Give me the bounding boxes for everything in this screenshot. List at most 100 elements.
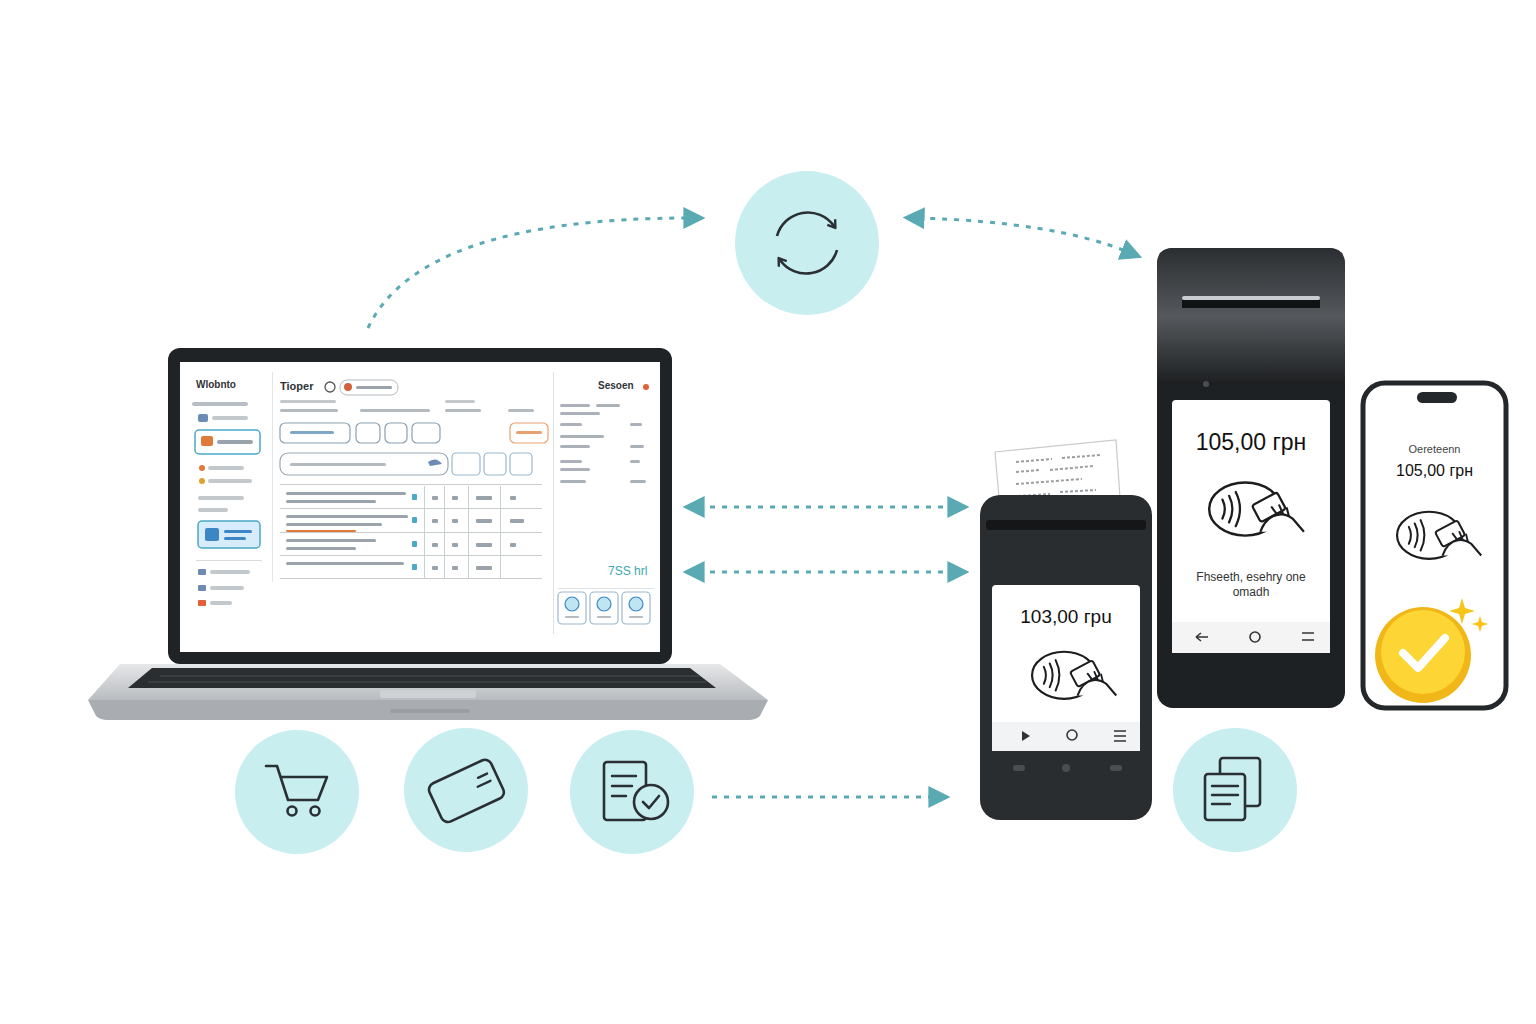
page-heading: Tioper xyxy=(280,380,313,394)
pos-screen-part xyxy=(280,423,350,443)
pos-screen-part xyxy=(280,409,338,412)
pos-screen-part-part xyxy=(476,496,492,500)
laptop-part xyxy=(390,709,470,713)
documents-icon-part xyxy=(1212,786,1238,804)
pos-screen-part xyxy=(510,453,532,475)
sync-arrows-part xyxy=(368,218,690,328)
pos-screen-part-part xyxy=(596,404,620,407)
pos-screen-part xyxy=(205,528,219,541)
card-terminal-part xyxy=(992,722,1140,751)
pos-screen-part-part xyxy=(560,423,582,426)
pos-screen-part-part xyxy=(560,412,600,415)
pos-screen-part-part xyxy=(560,435,604,438)
pos-screen-part xyxy=(210,586,244,590)
sync-icon xyxy=(735,171,879,315)
laptop-part xyxy=(380,690,476,698)
pos-screen-part xyxy=(325,382,335,392)
card-icon xyxy=(404,728,528,852)
card-terminal-part xyxy=(1114,731,1126,741)
pos-screen-part xyxy=(208,466,244,470)
pos-screen-part xyxy=(452,453,480,475)
smart-terminal: 105,00 грнFhseeth, esehry one omadh xyxy=(1157,248,1345,708)
pos-screen-part-part xyxy=(280,532,542,533)
pos-screen-part xyxy=(445,409,481,412)
pos-screen-part-part xyxy=(424,486,425,578)
cart-icon-part xyxy=(266,766,327,800)
card-terminal: 103,00 грu xyxy=(980,495,1152,820)
pos-screen-part xyxy=(286,492,524,570)
sync-icon-part xyxy=(735,171,879,315)
laptop-part xyxy=(180,362,660,652)
pos-screen-part xyxy=(428,459,442,466)
card-terminal-part xyxy=(1013,765,1025,771)
smart-terminal-part xyxy=(1157,248,1345,385)
pos-screen-part-part xyxy=(565,597,579,611)
pos-screen-part xyxy=(280,400,336,403)
pos-screen-part-part xyxy=(510,543,516,547)
pos-screen-part xyxy=(560,404,646,483)
pos-screen-part xyxy=(210,601,232,605)
sync-arrows-part xyxy=(712,796,935,799)
pos-screen-part-part xyxy=(560,445,590,448)
pos-screen-part xyxy=(344,383,352,391)
sync-icon-part xyxy=(777,212,834,236)
pos-screen-part-part xyxy=(432,496,438,500)
pos-screen-part xyxy=(198,569,206,575)
pos-screen-part xyxy=(385,423,407,443)
smart-terminal-part xyxy=(1172,400,1330,653)
pos-screen-part xyxy=(510,423,548,443)
pos-screen-part xyxy=(553,372,554,634)
pos-screen-part-part xyxy=(412,494,417,500)
pos-screen-part xyxy=(356,423,380,443)
pos-screen-part xyxy=(290,431,334,434)
pos-screen-part xyxy=(280,453,448,475)
laptop-part xyxy=(168,348,672,664)
card-terminal-part xyxy=(1032,652,1116,699)
smart-terminal-part xyxy=(1172,622,1330,653)
pos-screen-part xyxy=(356,386,392,389)
dashed-connector xyxy=(698,571,954,574)
pos-screen-part-part xyxy=(286,562,404,565)
pos-screen-part-part xyxy=(280,578,542,579)
pos-screen-part xyxy=(208,479,252,483)
smartphone-part xyxy=(1472,616,1488,632)
smartphone: Oereteenn105,00 грн xyxy=(1363,383,1506,708)
pos-screen-part-part xyxy=(630,480,646,483)
smartphone-part xyxy=(1363,383,1506,708)
laptop-part xyxy=(88,664,768,700)
app-logo: Wlobnto xyxy=(196,379,236,392)
pos-screen-part-part xyxy=(560,460,582,463)
pos-screen-part xyxy=(290,463,386,466)
pos-screen-part xyxy=(198,521,260,548)
card-terminal-part xyxy=(986,520,1146,530)
amount-text: 105,00 грн xyxy=(1371,461,1498,481)
card-terminal-part xyxy=(1022,731,1030,741)
pos-screen-part-part xyxy=(476,519,492,523)
pos-screen-part xyxy=(198,585,206,591)
documents-icon-part xyxy=(1205,774,1245,820)
smartphone-part xyxy=(1397,512,1481,559)
pos-screen-part-part xyxy=(560,468,590,471)
pos-screen-part xyxy=(516,431,542,434)
dashed-connector xyxy=(698,506,954,509)
pos-screen-part-part xyxy=(476,566,492,570)
pos-screen-part xyxy=(340,380,398,395)
pos-screen-part-part xyxy=(412,517,417,523)
laptop-part xyxy=(160,676,700,677)
pos-screen-part-part xyxy=(280,555,542,556)
pos-screen-part-part xyxy=(286,492,406,495)
pos-screen-part xyxy=(224,537,246,540)
laptop-screen: WlobntoTioperSesoen7SS hrl xyxy=(168,348,672,664)
card-terminal-part xyxy=(1067,730,1077,740)
pos-screen-part-part xyxy=(630,445,644,448)
card-icon-part xyxy=(427,758,506,825)
receipt-icon-part xyxy=(570,730,694,854)
pos-screen-part xyxy=(212,416,248,420)
pos-screen-part xyxy=(360,409,430,412)
smartphone xyxy=(1363,383,1506,708)
pos-screen-part xyxy=(484,453,506,475)
pos-screen-part xyxy=(199,465,205,471)
